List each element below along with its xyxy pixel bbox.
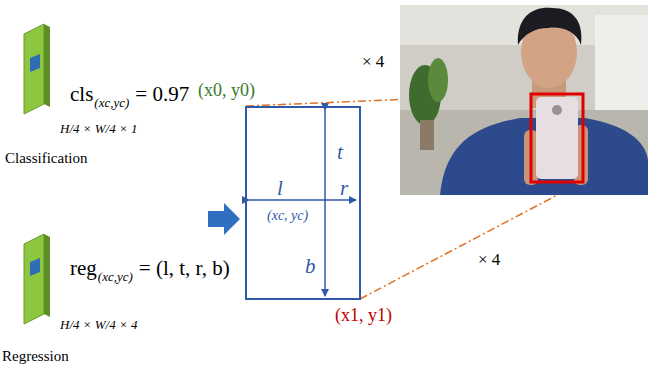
feature-cell <box>30 258 40 276</box>
equation-text: reg <box>70 256 97 280</box>
measure-line <box>249 199 356 201</box>
subscript: (xc,yc) <box>98 270 133 285</box>
dimension-label: H/4 × W/4 × 1 <box>60 122 138 137</box>
dimension-symbol: b <box>305 254 316 278</box>
flow-arrow <box>208 203 240 235</box>
caption-label: Regression <box>2 348 69 365</box>
dimension-symbol: t <box>337 140 343 164</box>
dimension-symbol: l <box>277 176 283 200</box>
scale-leader <box>360 182 582 299</box>
scale-label: × 4 <box>478 250 500 270</box>
corner-label: (x0, y0) <box>198 80 255 101</box>
feature-map-side <box>44 234 50 317</box>
feature-map <box>24 24 44 114</box>
feature-cell <box>30 54 40 72</box>
equation-text: = (l, t, r, b) <box>139 256 230 280</box>
equation-text: = 0.97 <box>135 82 189 106</box>
subscript: (xc,yc) <box>94 96 129 111</box>
feature-map <box>24 234 44 324</box>
measure-line <box>324 110 326 296</box>
scale-label: × 4 <box>362 52 384 72</box>
dimension-label: H/4 × W/4 × 4 <box>60 318 138 333</box>
photo <box>400 5 648 195</box>
equation-text: cls <box>70 82 93 106</box>
corner-label: (x1, y1) <box>335 305 392 326</box>
feature-map-side <box>44 24 50 107</box>
bounding-box: t l r b (xc, yc) <box>245 106 361 300</box>
caption-label: Classification <box>5 150 88 167</box>
dimension-symbol: r <box>340 176 348 200</box>
center-point: (xc, yc) <box>267 208 308 224</box>
